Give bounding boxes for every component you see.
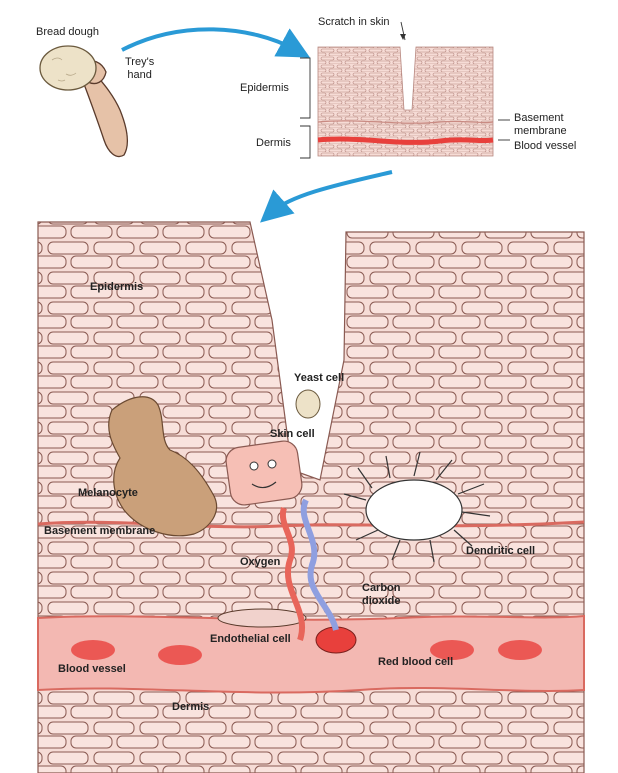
co2-arrow — [300, 498, 339, 631]
label-bread-dough: Bread dough — [36, 26, 99, 38]
dendritic-cell-shape — [343, 451, 491, 563]
yeast-cell-character — [295, 389, 321, 419]
skin-inset — [300, 21, 510, 159]
label-melanocyte: Melanocyte — [78, 487, 138, 499]
label-scratch-in-skin: Scratch in skin — [318, 16, 390, 28]
label-basement-membrane-inset: Basement membrane — [514, 112, 567, 138]
label-treys-hand-line1: Trey's — [125, 56, 155, 68]
label-inset-blood-vessel: Blood vessel — [514, 140, 577, 152]
label-carbon-dioxide: Carbon dioxide — [362, 582, 401, 608]
label-basement-membrane-inset-line2: membrane — [514, 125, 567, 137]
label-dendritic-cell: Dendritic cell — [466, 545, 536, 557]
label-red-blood-cell: Red blood cell — [378, 656, 454, 668]
oxygen-arrow — [279, 507, 305, 641]
label-carbon-dioxide-line2: dioxide — [362, 595, 401, 607]
label-yeast-cell: Yeast cell — [294, 372, 345, 384]
label-treys-hand: Trey's hand — [125, 56, 154, 82]
label-oxygen: Oxygen — [240, 556, 281, 568]
label-dermis: Dermis — [172, 701, 210, 713]
treys-hand-illustration — [39, 45, 129, 158]
basement-membrane-line — [37, 520, 585, 529]
label-skin-cell: Skin cell — [270, 428, 315, 440]
label-carbon-dioxide-line1: Carbon — [362, 582, 401, 594]
red-blood-cell-character — [315, 626, 357, 654]
blue-arrow-top — [121, 27, 311, 58]
endothelial-cell-shape — [217, 608, 307, 628]
inset-blood-vessel — [317, 136, 494, 145]
label-endothelial-cell: Endothelial cell — [210, 633, 291, 645]
label-basement-membrane-inset-line1: Basement — [514, 112, 564, 124]
label-inset-dermis: Dermis — [256, 137, 291, 149]
label-blood-vessel: Blood vessel — [58, 663, 126, 675]
label-basement-membrane: Basement membrane — [44, 525, 156, 537]
main-tissue — [37, 221, 585, 773]
melanocyte-shape — [108, 396, 218, 537]
blue-arrow-middle — [260, 170, 393, 223]
bread-dough-ball — [39, 45, 97, 91]
label-treys-hand-line2: hand — [127, 69, 152, 81]
label-epidermis: Epidermis — [90, 281, 144, 293]
skin-cell-character — [225, 440, 303, 506]
label-inset-epidermis: Epidermis — [240, 82, 289, 94]
